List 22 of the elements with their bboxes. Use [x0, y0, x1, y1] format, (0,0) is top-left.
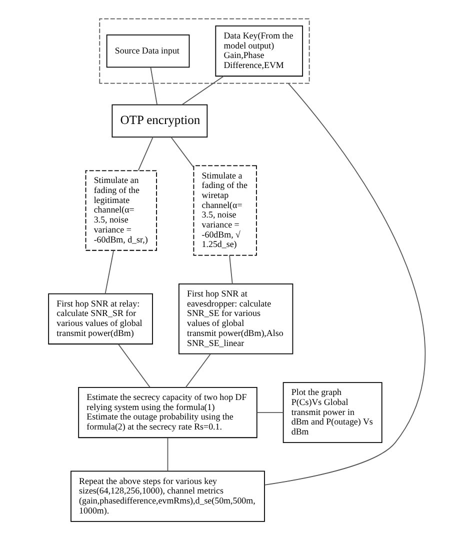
- connector: [264, 82, 426, 486]
- connector: [167, 438, 168, 472]
- connector: [229, 254, 233, 284]
- connector: [182, 76, 224, 106]
- connector: [138, 136, 154, 171]
- cluster: [99, 18, 310, 84]
- connector: [256, 412, 284, 413]
- node-box: Stimulate an fading of the legitimate channel(α= 3.5, noise variance = -60dBm, d_sr,): [85, 170, 157, 251]
- node-box: First hop SNR at relay: calculate SNR_SR for various values of global transmit power(dBm): [48, 293, 153, 344]
- node-box: Estimate the secrecy capacity of two hop DF relying system using the formula(1) Estimate the outage probability using the formula(2) at the secrecy rate Rs=0.1.: [78, 387, 258, 438]
- connector: [150, 66, 158, 106]
- connector: [104, 250, 114, 294]
- node-box: Source Data input: [106, 34, 190, 68]
- node-box: Plot the graph P(Cs)Vs Global transmit power in dBm and P(outage) Vs dBm: [282, 382, 382, 443]
- connector: [185, 354, 211, 388]
- connector: [170, 136, 194, 168]
- node-box: Data Key(From the model output) Gain,Phase Difference,EVM: [215, 26, 304, 77]
- node-box: First hop SNR at eavesdropper: calculate SNR_SE for various values of global transmit power(dBm),Also SNR_SE_linear: [178, 284, 294, 354]
- node-box: Stimulate a fading of the wiretap channel(α= 3.5, noise variance = -60dBm, √ 1.25d_se): [193, 165, 257, 256]
- connector: [118, 344, 150, 388]
- node-box: OTP encryption: [112, 104, 208, 138]
- node-box: Repeat the above steps for various key sizes(64,128,256,1000), channel metrics (gain,phasedifference,evmRms),d_se(50m,500m, 1000m).: [70, 470, 265, 522]
